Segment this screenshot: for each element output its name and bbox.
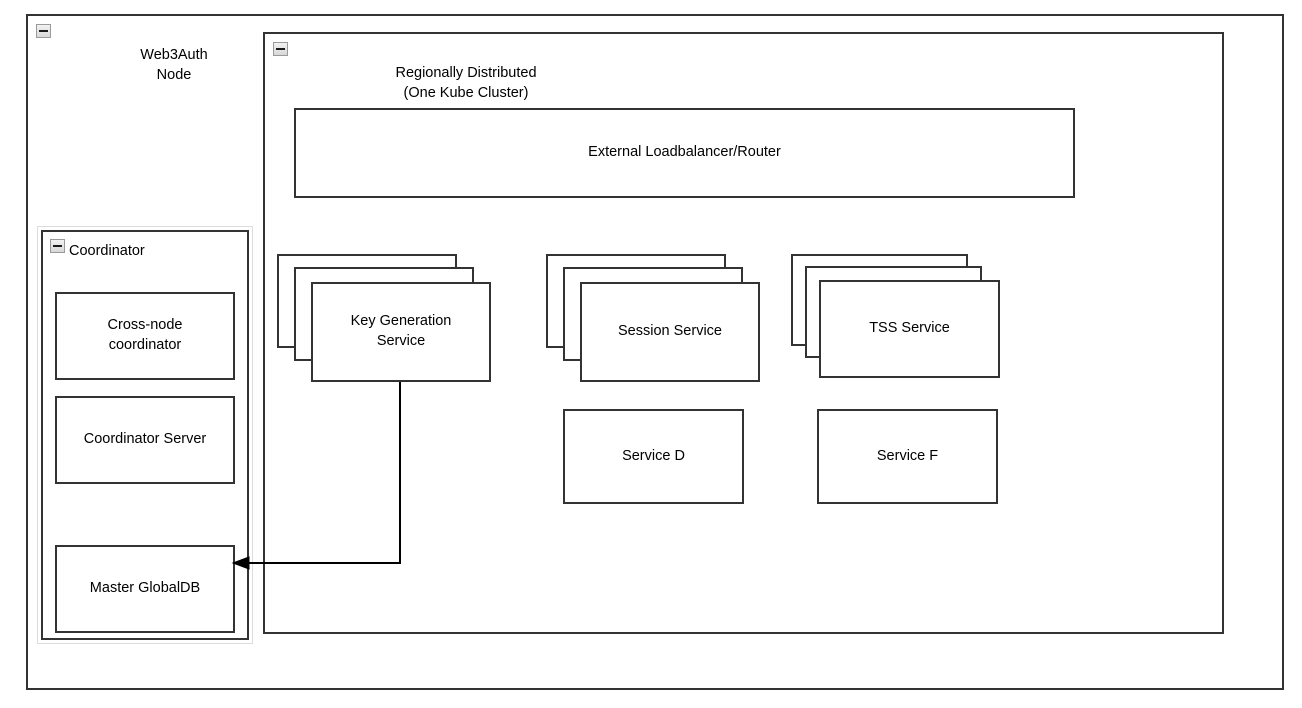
collapse-toggle-regionally-distributed[interactable] <box>273 42 288 56</box>
service-stack-tss[interactable]: TSS Service <box>791 254 1000 378</box>
service-stack-session[interactable]: Session Service <box>546 254 760 382</box>
collapse-toggle-web3auth-node[interactable] <box>36 24 51 38</box>
external-loadbalancer-router-box[interactable]: External Loadbalancer/Router <box>294 108 1075 198</box>
service-f-box[interactable]: Service F <box>817 409 998 504</box>
stack-card-front-key-generation[interactable]: Key Generation Service <box>311 282 491 382</box>
container-label-coordinator: Coordinator <box>69 243 145 259</box>
coordinator-server-box[interactable]: Coordinator Server <box>55 396 235 484</box>
container-label-regionally-distributed: Regionally Distributed (One Kube Cluster… <box>395 65 537 101</box>
service-stack-key-generation[interactable]: Key Generation Service <box>277 254 491 382</box>
cross-node-coordinator-box[interactable]: Cross-node coordinator <box>55 292 235 380</box>
container-label-web3auth-node: Web3Auth Node <box>140 47 208 83</box>
stack-card-front-tss[interactable]: TSS Service <box>819 280 1000 378</box>
master-globaldb-box[interactable]: Master GlobalDB <box>55 545 235 633</box>
stack-card-front-session[interactable]: Session Service <box>580 282 760 382</box>
collapse-toggle-coordinator[interactable] <box>50 239 65 253</box>
service-d-box[interactable]: Service D <box>563 409 744 504</box>
